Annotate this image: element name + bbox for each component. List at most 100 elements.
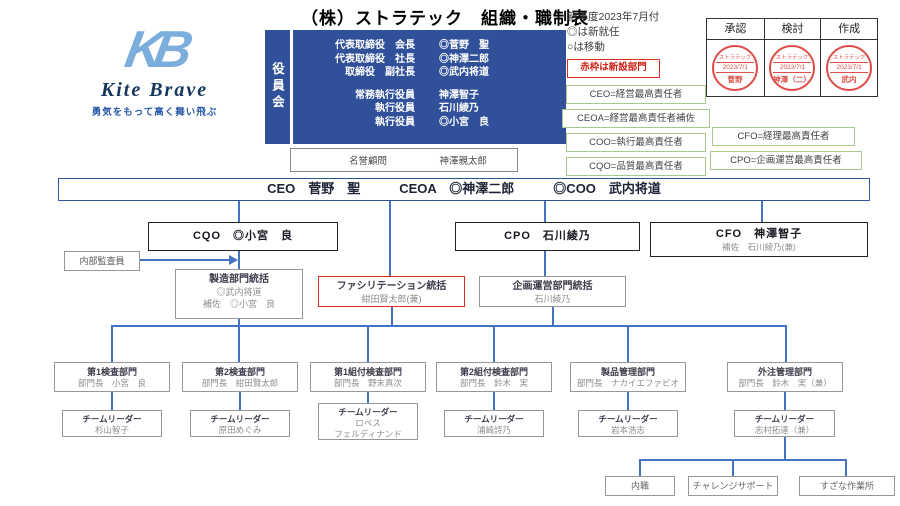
stamp-company: ストラテック (719, 54, 752, 61)
board-name: ◎菅野 聖 (439, 40, 489, 51)
board-name: ◎神澤二郎 (439, 53, 489, 65)
dept-manager: 部門長 野末真次 (333, 378, 402, 388)
board-member-row: 取締役 副社長 ◎武内将道 (293, 66, 566, 80)
team-leader-title: チームリーダー (82, 414, 142, 424)
board-role: 代表取締役 会長 (335, 40, 415, 51)
arrow-right-icon (229, 255, 238, 265)
facilitation-division-box: ファシリテーション統括 紺田賢太郎(兼) (318, 276, 465, 307)
hanko-stamp-icon: ストラテック 2023/7/1 神澤（二） (769, 45, 816, 91)
division-assistant: 補佐 ◎小宮 良 (202, 299, 275, 309)
division-head: ◎武内将道 (216, 287, 262, 297)
honorary-advisor-box: 名誉顧問 神澤親太郎 (290, 148, 518, 172)
company-logo: KB Kite Brave 勇気をもって高く舞い飛ぶ (52, 21, 257, 118)
dept-box: 第1検査部門 部門長 小宮 良 (54, 362, 170, 392)
team-leader-title: チームリーダー (338, 407, 398, 417)
board-member-row: 常務執行役員 神澤智子 (293, 89, 566, 103)
connector-line (238, 201, 240, 222)
legend-cqo: CQO=品質最高責任者 (566, 157, 706, 176)
approval-header: 承認 (707, 19, 764, 40)
approval-table: 承認 検討 作成 ストラテック 2023/7/1 菅野 ストラテック 2023/… (706, 18, 878, 97)
dept-box: 外注管理部門 部門長 鈴木 実（兼） (727, 362, 843, 392)
note-move: ○は移動 (567, 41, 605, 53)
connector-line (239, 392, 241, 410)
dept-box: 製品管理部門 部門長 ナカイエファビオ (570, 362, 686, 392)
team-leader-name: 原田めぐみ (218, 425, 262, 435)
board-role: 執行役員 (375, 103, 415, 114)
connector-line (627, 326, 629, 362)
team-leader-box: チームリーダー 杉山智子 (62, 410, 162, 437)
dept-manager: 部門長 鈴木 実 (459, 378, 528, 388)
stamp-name: 神澤（二） (773, 74, 812, 84)
legend-coo: COO=執行最高責任者 (566, 133, 706, 152)
stamp-company: ストラテック (776, 54, 809, 61)
connector-line (845, 460, 847, 476)
connector-line (238, 251, 240, 269)
dept-title: 第2検査部門 (214, 367, 265, 377)
connector-line (391, 307, 393, 327)
dept-title: 第1検査部門 (86, 367, 137, 377)
dept-manager: 部門長 紺田賢太郎 (201, 378, 279, 388)
connector-line (761, 201, 763, 222)
logo-tagline: 勇気をもって高く舞い飛ぶ (91, 107, 218, 118)
dept-box: 第1組付検査部門 部門長 野末真次 (310, 362, 426, 392)
division-title: ファシリテーション統括 (336, 281, 447, 292)
planning-division-box: 企画運営部門統括 石川綾乃 (479, 276, 626, 307)
team-leader-box: チームリーダー ロペス フェルディナンド (318, 403, 418, 440)
revision-notes: 新年度2023年7月付 ◎は新就任 ○は移動 (567, 10, 659, 55)
connector-line (552, 307, 554, 327)
connector-line (367, 392, 369, 403)
team-leader-name: 杉山智子 (94, 425, 129, 435)
team-leader-box: チームリーダー 岩本浩志 (578, 410, 678, 437)
board-role: 取締役 副社長 (345, 67, 415, 78)
stamp-date: 2023/7/1 (773, 61, 812, 73)
dept-title: 第2組付検査部門 (459, 367, 528, 377)
connector-line (111, 326, 113, 362)
connector-line (785, 326, 787, 362)
stamp-date: 2023/7/1 (716, 61, 755, 73)
dept-box: 第2組付検査部門 部門長 鈴木 実 (436, 362, 552, 392)
page-title: （株）ストラテック 組織・職制表 (301, 9, 589, 28)
division-title: 企画運営部門統括 (512, 281, 593, 292)
team-leader-box: チームリーダー 原田めぐみ (190, 410, 290, 437)
team-leader-title: チームリーダー (464, 414, 524, 424)
team-leader-name: 志村拓達（兼） (754, 425, 815, 435)
legend-ceo: CEO=経営最高責任者 (566, 85, 706, 104)
connector-line (784, 437, 786, 460)
cfo-title: CFO 神澤智子 (715, 228, 803, 240)
board-members-box: 代表取締役 会長 ◎菅野 聖 代表取締役 社長 ◎神澤二郎 取締役 副社長 ◎武… (293, 30, 566, 144)
approval-header: 検討 (763, 19, 821, 40)
team-leader-title: チームリーダー (754, 414, 815, 424)
board-label: 役員会 (265, 30, 290, 144)
team-leader-name: 浦崎詩乃 (476, 425, 511, 435)
dept-box: 第2検査部門 部門長 紺田賢太郎 (182, 362, 298, 392)
legend-ceoa: CEOA=経営最高責任者補佐 (562, 109, 710, 128)
site-box: 内職 (605, 476, 675, 496)
connector-bus-line (111, 325, 787, 327)
connector-line (238, 319, 240, 362)
connector-line (544, 251, 546, 276)
hanko-stamp-icon: ストラテック 2023/7/1 武内 (826, 45, 873, 91)
stamp-name: 武内 (841, 74, 857, 84)
kb-logo-icon: KB (120, 21, 189, 79)
division-head: 石川綾乃 (534, 294, 571, 304)
approval-cell: ストラテック 2023/7/1 武内 (820, 40, 877, 96)
dept-title: 製品管理部門 (600, 367, 655, 377)
new-dept-note: 赤枠は新設部門 (567, 59, 660, 78)
connector-line (627, 392, 629, 410)
connector-line (493, 326, 495, 362)
note-new: ◎は新就任 (567, 26, 620, 38)
connector-line (784, 392, 786, 410)
board-member-row: 執行役員 石川綾乃 (293, 102, 566, 116)
dept-title: 外注管理部門 (757, 367, 812, 377)
note-date: 新年度2023年7月付 (567, 11, 660, 23)
team-leader-name: ロペス (355, 418, 381, 428)
division-title: 製造部門統括 (209, 274, 269, 285)
connector-line (732, 460, 734, 476)
team-leader-name: フェルディナンド (334, 429, 402, 439)
cfo-assistant: 補佐 石川綾乃(兼) (722, 242, 796, 252)
legend-cfo: CFO=経理最高責任者 (712, 127, 855, 146)
board-member-row: 代表取締役 会長 ◎菅野 聖 (293, 39, 566, 53)
connector-line (389, 201, 391, 276)
spacer (293, 80, 566, 89)
board-member-row: 執行役員 ◎小宮 良 (293, 116, 566, 130)
